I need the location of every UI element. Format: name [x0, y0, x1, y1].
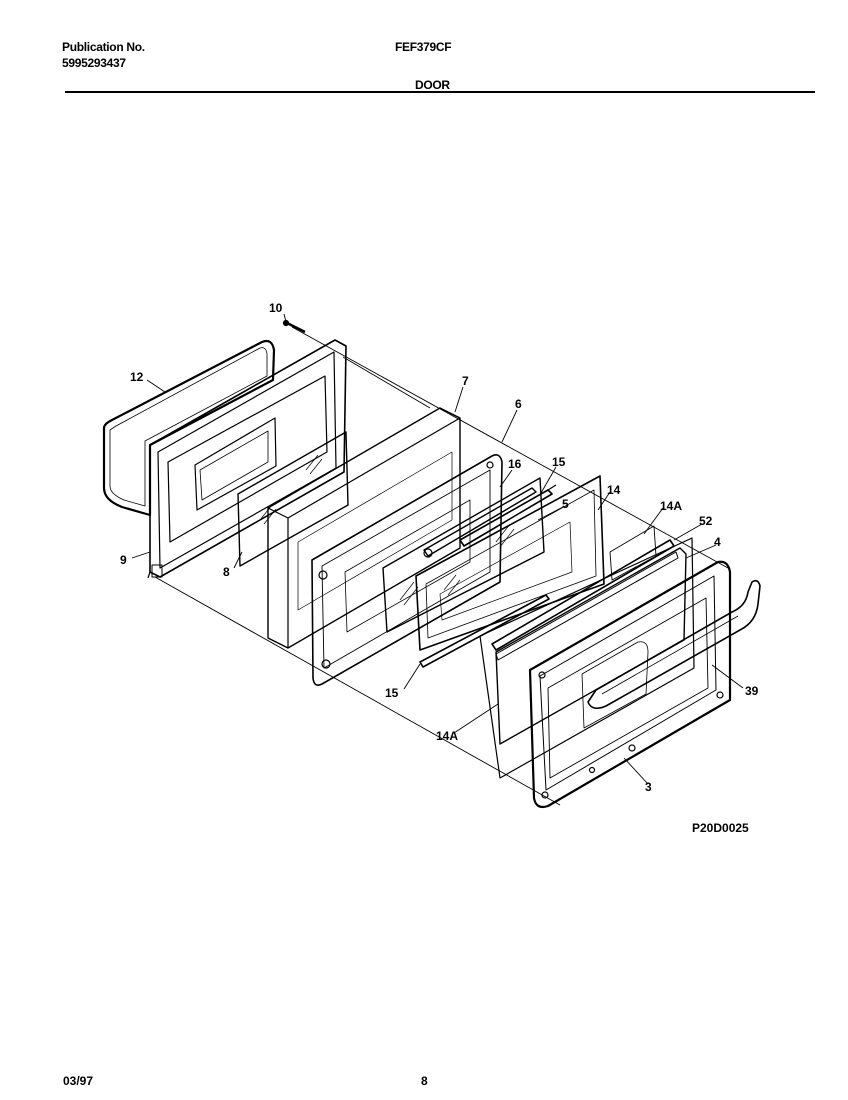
- part-outer-door-panel: [528, 560, 732, 809]
- callout-6: 6: [515, 397, 522, 411]
- part-gasket: [102, 339, 276, 517]
- callout-15-upper: 15: [552, 455, 566, 469]
- callout-9: 9: [120, 553, 127, 567]
- part-outer-frame: [495, 547, 687, 745]
- callout-7: 7: [462, 374, 469, 388]
- explode-guide-lines: [154, 326, 729, 806]
- footer-date: 03/97: [63, 1074, 94, 1088]
- part-outer-glass: [415, 475, 605, 651]
- callout-8: 8: [223, 565, 230, 579]
- part-glass-bracket: [423, 487, 537, 558]
- figure-id: P20D0025: [692, 821, 749, 835]
- part-insulation: [267, 407, 461, 649]
- callout-14a-lower: 14A: [436, 729, 458, 743]
- publication-label: Publication No.: [62, 40, 145, 54]
- part-insulation-lower: [479, 537, 695, 779]
- part-screw: [282, 319, 306, 334]
- callout-3: 3: [645, 780, 652, 794]
- callout-52: 52: [699, 514, 713, 528]
- callout-14: 14: [607, 483, 621, 497]
- section-title: DOOR: [415, 78, 450, 92]
- callout-labels: 10 12 9 8 7 6 16 15 5 14 14A 52 4 39 15 …: [120, 301, 759, 794]
- callout-10: 10: [269, 301, 283, 315]
- part-center-glass: [382, 477, 545, 633]
- part-door-handle: [587, 579, 761, 710]
- callout-15-lower: 15: [385, 686, 399, 700]
- callout-39: 39: [745, 684, 759, 698]
- callout-12: 12: [130, 370, 144, 384]
- model-number: FEF379CF: [395, 40, 452, 54]
- part-inner-glass: [237, 431, 349, 567]
- page-number: 8: [421, 1074, 428, 1088]
- callout-16: 16: [508, 457, 522, 471]
- callout-4: 4: [714, 535, 721, 549]
- header-rule: [65, 91, 815, 93]
- part-upper-channel: [459, 484, 557, 547]
- part-glass-retainer: [311, 454, 503, 686]
- part-inner-door-liner: [147, 339, 347, 579]
- callout-14a-upper: 14A: [660, 499, 682, 513]
- leader-lines: [131, 313, 744, 785]
- publication-number: 5995293437: [62, 56, 126, 70]
- part-lower-channel: [419, 594, 550, 668]
- callout-5: 5: [562, 497, 569, 511]
